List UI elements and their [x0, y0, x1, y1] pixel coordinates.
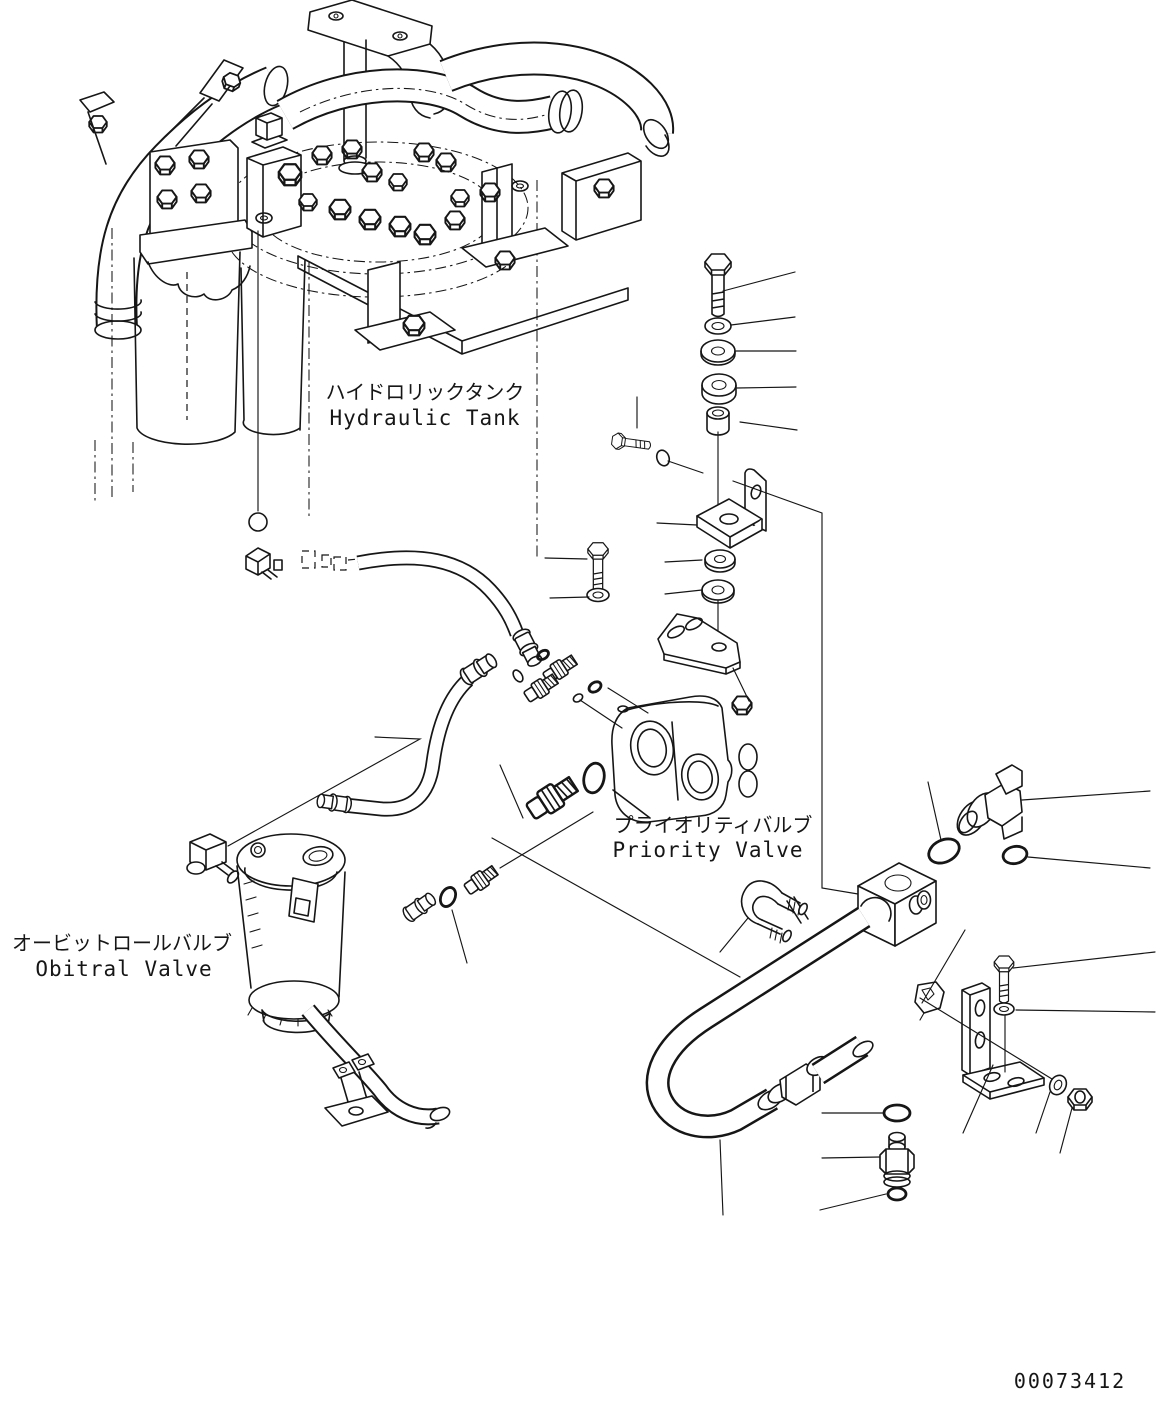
- hose-end-fitting-upper: [510, 625, 546, 670]
- hex-bolt-angled: [610, 431, 653, 455]
- u-bolt: [740, 880, 808, 944]
- priority-valve-inlet-fitting: [522, 761, 606, 824]
- hose-end-fitting-left: [315, 791, 354, 815]
- o-ring-large: [582, 761, 606, 795]
- drawing-number: 00073412: [1014, 1369, 1126, 1393]
- exploded-fastener-stack: [696, 253, 767, 573]
- union-adapters: [512, 648, 603, 706]
- hex-bolt: [704, 253, 732, 318]
- spacer-sleeve: [706, 406, 730, 436]
- flat-washer-bracket: [993, 1002, 1015, 1016]
- obitral-valve-body: [236, 833, 346, 1034]
- hose-clamp: [324, 1053, 389, 1127]
- o-ring-adapter: [886, 1186, 908, 1202]
- o-ring-plug: [248, 512, 268, 532]
- return-pipe: [645, 896, 874, 1139]
- flat-washer: [700, 339, 736, 366]
- hose-end-fitting-lower: [456, 649, 501, 689]
- lift-handle: [307, 0, 451, 175]
- priority-valve-label-jp: プライオリティバルブ: [614, 813, 813, 837]
- elbow-plug: [245, 547, 283, 580]
- thick-washer-lower: [704, 549, 736, 573]
- obitral-hose: [301, 1004, 451, 1129]
- hose-clamp-bracket-top: [165, 59, 244, 147]
- priority-valve-label: プライオリティバルブ Priority Valve: [612, 813, 812, 862]
- phantom-fitting: [301, 550, 359, 571]
- hose-clamp-bracket-left: [79, 91, 115, 165]
- leader-lines: [227, 230, 1156, 1216]
- spring-washer: [704, 317, 732, 335]
- o-ring-large-right: [927, 837, 961, 865]
- o-ring-pipe: [882, 1103, 912, 1123]
- hex-nut: [1067, 1088, 1093, 1111]
- obitral-valve-label: オービットロールバルブ Obitral Valve: [12, 931, 232, 981]
- filter-assembly: [94, 139, 306, 502]
- pipe-clamp-plate: [914, 981, 945, 1021]
- spring-washer-bracket: [1048, 1074, 1068, 1096]
- o-ring-small: [655, 449, 671, 467]
- return-pipe-assembly: [645, 862, 1093, 1202]
- side-bolt-group: [610, 431, 671, 467]
- obitral-elbow-fitting: [186, 833, 240, 884]
- elbow-union-fitting: [956, 764, 1023, 840]
- straight-adapter-fitting: [879, 1131, 915, 1188]
- l-bracket-upper: [696, 468, 767, 549]
- tank-mounting-frame: [297, 152, 642, 355]
- tank-top-fittings: [246, 112, 470, 246]
- tank-upper-hoses: [276, 41, 675, 157]
- obitral-valve-label-en: Obitral Valve: [35, 957, 212, 981]
- priority-valve: [399, 695, 758, 925]
- thick-washer: [701, 373, 737, 405]
- suction-hose-group: [245, 512, 603, 817]
- priority-valve-label-en: Priority Valve: [612, 838, 803, 862]
- valve-bottom-fitting-chain: [399, 862, 501, 925]
- flat-mount-bracket: [657, 613, 741, 675]
- hex-bolt-2: [587, 542, 609, 593]
- hydraulic-tank-label-jp: ハイドロリックタンク: [326, 380, 525, 404]
- hydraulic-tank-label: ハイドロリックタンク Hydraulic Tank: [326, 380, 525, 430]
- bracket-fastener-group: [586, 542, 741, 675]
- obitral-valve-label-jp: オービットロールバルブ: [12, 931, 232, 955]
- obitral-valve: [186, 833, 451, 1129]
- hydraulic-tank-assembly: [79, 0, 675, 558]
- l-bracket-lower: [961, 982, 1045, 1100]
- manifold-block: [857, 862, 937, 947]
- swivel-nut-fitting: [757, 1055, 830, 1111]
- hydraulic-tank-label-en: Hydraulic Tank: [329, 406, 520, 430]
- hex-bolt-bracket: [993, 955, 1015, 1004]
- priority-valve-body: [611, 695, 758, 823]
- o-ring-small-right: [1001, 844, 1029, 866]
- valve-right-fittings: [927, 764, 1029, 866]
- spring-washer-2: [586, 587, 610, 603]
